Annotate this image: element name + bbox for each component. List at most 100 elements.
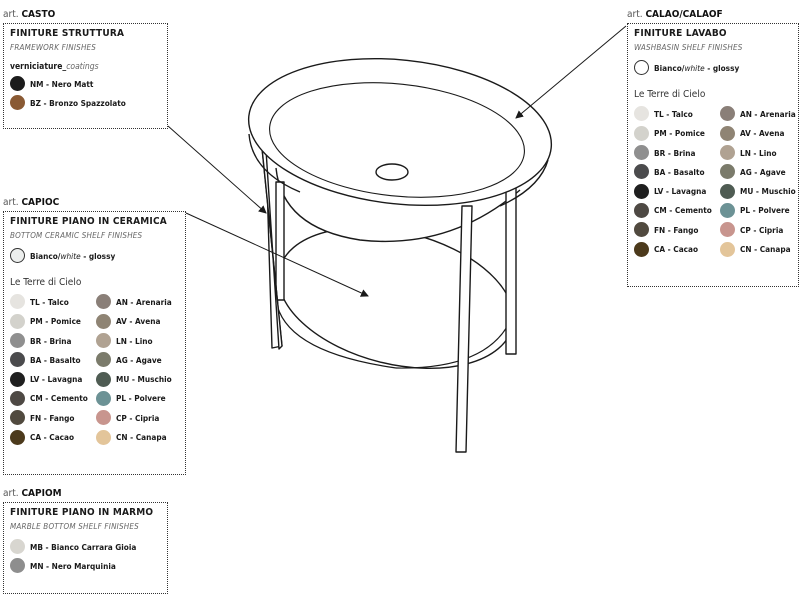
art-prefix: art. xyxy=(3,197,19,208)
color-swatch xyxy=(96,390,111,406)
panel-subtitle: WASHBASIN SHELF FINISHES xyxy=(634,43,743,52)
color-swatch xyxy=(96,352,111,368)
swatch-white xyxy=(634,60,649,76)
finish-label: BR - Brina xyxy=(654,147,696,158)
color-swatch xyxy=(10,333,25,349)
finish-label: CM - Cemento xyxy=(30,393,88,404)
color-swatch xyxy=(720,241,735,257)
finish-label: MN - Nero Marquinia xyxy=(30,560,116,571)
finish-item: TL - Talco xyxy=(634,104,720,123)
art-label-casto: art. CASTO xyxy=(3,9,55,20)
finish-item: FN - Fango xyxy=(634,220,720,239)
finish-label: CA - Cacao xyxy=(654,244,699,255)
finish-label: LN - Lino xyxy=(740,147,777,158)
finish-item: FN - Fango xyxy=(10,408,96,427)
finish-item: BA - Basalto xyxy=(634,162,720,181)
finish-item: MU - Muschio xyxy=(96,369,186,388)
color-swatch xyxy=(720,202,735,218)
color-swatch xyxy=(634,202,649,218)
finish-item: BR - Brina xyxy=(10,331,96,350)
art-code: CALAO/CALAOF xyxy=(645,9,723,20)
panel-title: FINITURE PIANO IN CERAMICA xyxy=(10,216,167,227)
swatch-column-1: TL - Talco PM - Pomice BR - Brina BA - Basa… xyxy=(634,104,720,258)
color-swatch xyxy=(634,106,649,122)
finish-label: AG - Agave xyxy=(740,166,786,177)
color-swatch xyxy=(720,183,735,199)
finish-item: CN - Canapa xyxy=(720,239,800,258)
color-swatch xyxy=(634,164,649,180)
finish-item: LN - Lino xyxy=(96,331,186,350)
panel-title: FINITURE LAVABO xyxy=(634,28,727,39)
color-swatch xyxy=(634,183,649,199)
finish-item: MN - Nero Marquinia xyxy=(10,556,161,575)
finish-label: CP - Cipria xyxy=(116,412,160,423)
finish-label: PM - Pomice xyxy=(30,316,81,327)
terre-di-cielo-swatches: TL - Talco PM - Pomice BR - Brina BA - Basa… xyxy=(10,292,179,446)
color-swatch xyxy=(10,558,25,574)
finish-item: MU - Muschio xyxy=(720,181,800,200)
finish-label: BA - Basalto xyxy=(30,354,81,365)
finish-item: PL - Polvere xyxy=(720,201,800,220)
finish-label: MU - Muschio xyxy=(116,374,172,385)
finish-label: AN - Arenaria xyxy=(116,296,172,307)
panel-title: FINITURE STRUTTURA xyxy=(10,28,125,39)
finish-label: FN - Fango xyxy=(654,224,699,235)
finish-item: LV - Lavagna xyxy=(10,369,96,388)
color-swatch xyxy=(96,410,111,426)
finish-label: CN - Canapa xyxy=(116,432,167,443)
color-swatch xyxy=(720,164,735,180)
finish-item: AN - Arenaria xyxy=(96,292,186,311)
finish-item: TL - Talco xyxy=(10,292,96,311)
art-label-calao: art. CALAO/CALAOF xyxy=(627,9,723,20)
finish-label: MB - Bianco Carrara Gioia xyxy=(30,541,137,552)
finish-label: AV - Avena xyxy=(116,316,161,327)
art-prefix: art. xyxy=(3,9,19,20)
finish-label: AN - Arenaria xyxy=(740,108,796,119)
finish-item: LN - Lino xyxy=(720,143,800,162)
coatings-label: verniciature_coatings xyxy=(10,62,161,72)
finish-label: BA - Basalto xyxy=(654,166,705,177)
finish-label: Bianco/white - glossy xyxy=(30,250,116,261)
finish-label: Bianco/white - glossy xyxy=(654,62,740,73)
finish-label: PL - Polvere xyxy=(116,393,166,404)
finish-item: AG - Agave xyxy=(720,162,800,181)
finish-label: BR - Brina xyxy=(30,335,72,346)
color-swatch xyxy=(10,313,25,329)
color-swatch xyxy=(720,106,735,122)
finish-bianco-glossy: Bianco/white - glossy xyxy=(634,58,792,77)
color-swatch xyxy=(634,125,649,141)
finish-label: CM - Cemento xyxy=(654,205,712,216)
panel-title: FINITURE PIANO IN MARMO xyxy=(10,507,154,518)
color-swatch xyxy=(634,222,649,238)
art-code: CAPIOC xyxy=(21,197,60,208)
color-swatch xyxy=(10,294,25,310)
finish-label: LN - Lino xyxy=(116,335,153,346)
terre-di-cielo-heading: Le Terre di Cielo xyxy=(634,89,706,101)
color-swatch xyxy=(720,125,735,141)
color-swatch xyxy=(10,371,25,387)
color-swatch xyxy=(10,429,25,445)
color-swatch xyxy=(10,539,25,555)
art-prefix: art. xyxy=(627,9,643,20)
finish-item: PL - Polvere xyxy=(96,389,186,408)
art-prefix: art. xyxy=(3,488,19,499)
finish-item: NM - Nero Matt xyxy=(10,74,161,93)
color-swatch xyxy=(96,371,111,387)
panel-subtitle: BOTTOM CERAMIC SHELF FINISHES xyxy=(10,231,143,240)
finish-label: CN - Canapa xyxy=(740,244,791,255)
color-swatch xyxy=(96,429,111,445)
panel-ceramic-shelf-finishes: FINITURE PIANO IN CERAMICA BOTTOM CERAMI… xyxy=(3,211,186,475)
color-swatch xyxy=(10,95,25,111)
finish-label: NM - Nero Matt xyxy=(30,78,94,89)
panel-marble-shelf-finishes: FINITURE PIANO IN MARMO MARBLE BOTTOM SH… xyxy=(3,502,168,594)
swatch-column-1: TL - Talco PM - Pomice BR - Brina BA - Basa… xyxy=(10,292,96,446)
finish-label: PM - Pomice xyxy=(654,128,705,139)
terre-di-cielo-heading: Le Terre di Cielo xyxy=(10,277,82,289)
color-swatch xyxy=(96,313,111,329)
finish-item: LV - Lavagna xyxy=(634,181,720,200)
finish-label: CA - Cacao xyxy=(30,432,75,443)
terre-di-cielo-swatches: TL - Talco PM - Pomice BR - Brina BA - Basa… xyxy=(634,104,796,258)
